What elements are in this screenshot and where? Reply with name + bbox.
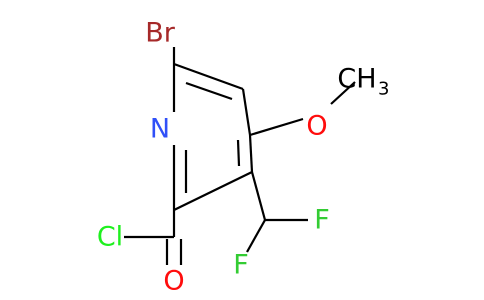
atom-ch3-subscript: 3 xyxy=(378,79,389,100)
atom-f-bottom: F xyxy=(233,250,249,281)
atom-ch3: CH xyxy=(337,64,376,95)
bond-c3-c2 xyxy=(173,171,253,211)
bond-c6-c5 xyxy=(173,62,244,91)
bond-c3-chf2 xyxy=(250,171,267,221)
atom-n: N xyxy=(150,114,170,145)
bond-o-ch3 xyxy=(330,81,356,105)
atom-o-methoxy: O xyxy=(306,111,327,142)
bond-c4-c3-inner xyxy=(236,139,241,167)
atom-f-top: F xyxy=(314,205,330,236)
bond-c6-c5-inner xyxy=(185,81,233,101)
atom-o-carbonyl: O xyxy=(163,266,184,297)
atom-br: Br xyxy=(145,18,176,49)
bond-c5-c4 xyxy=(241,88,252,136)
bond-chf2-f-bottom xyxy=(246,219,266,253)
bond-c4-o xyxy=(249,117,304,137)
bond-c4-c3 xyxy=(248,134,254,173)
atom-cl: Cl xyxy=(97,222,123,253)
